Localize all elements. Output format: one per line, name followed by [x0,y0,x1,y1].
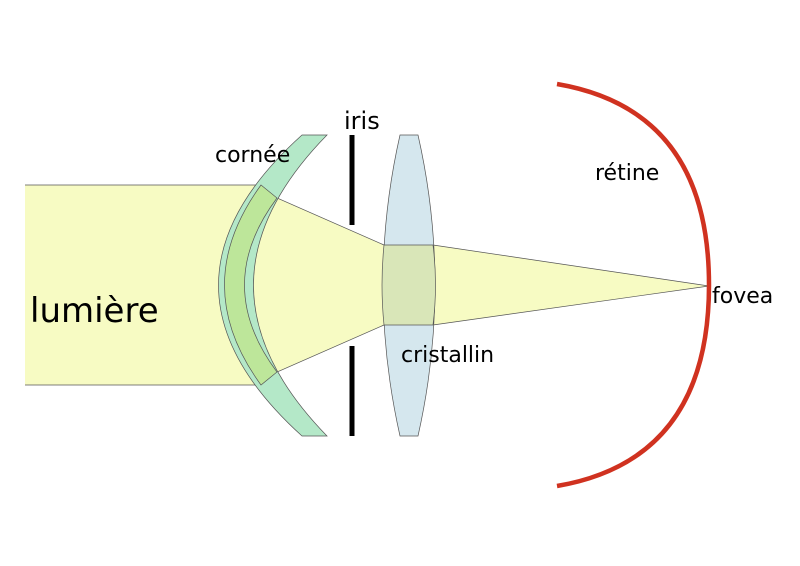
label-iris: iris [344,107,380,135]
light-beam-top-edge [25,184,710,287]
label-cornea: cornée [215,143,291,168]
light-beam [25,185,709,385]
label-fovea: fovea [712,284,774,309]
cornea-light-overlap [224,184,278,386]
label-lens: cristallin [401,343,495,368]
light-beam-bottom-edge [25,285,710,386]
lens-light-overlap [381,244,436,326]
label-light: lumière [30,291,159,331]
label-retina: rétine [595,161,660,186]
retina-arc [556,81,712,489]
